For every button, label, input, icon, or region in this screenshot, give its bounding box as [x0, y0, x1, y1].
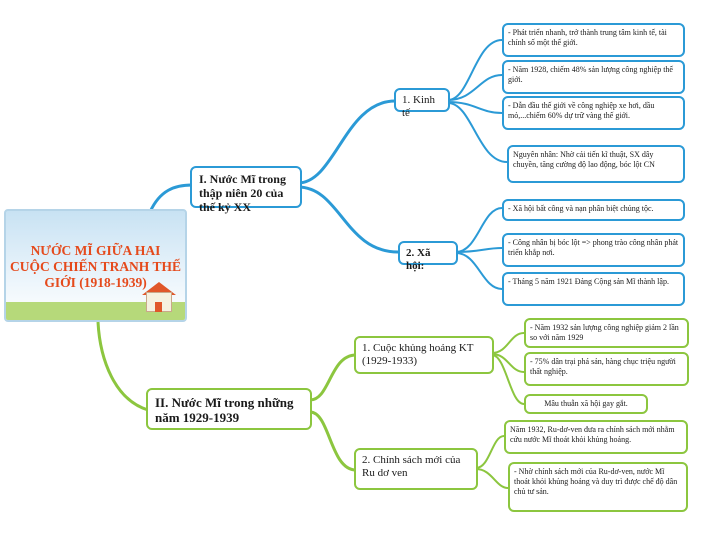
crisis-point-1-text: - Năm 1932 sản lượng công nghiệp giảm 2 … [530, 323, 679, 342]
link-section1-economy [297, 99, 396, 185]
economy-point-3[interactable]: - Dẫn đầu thế giới về công nghiệp xe hơi… [502, 96, 685, 130]
society-point-2[interactable]: - Công nhân bị bóc lột => phong trào côn… [502, 233, 685, 267]
society-point-1-text: - Xã hội bất công và nạn phân biệt chủng… [508, 204, 654, 213]
newdeal-node[interactable]: 2. Chính sách mới của Ru dơ ven [354, 448, 478, 490]
newdeal-point-1[interactable]: Năm 1932, Ru-dơ-ven đưa ra chính sách mớ… [504, 420, 688, 454]
newdeal-point-2-text: - Nhờ chính sách mới của Ru-dơ-ven, nước… [514, 467, 678, 496]
crisis-point-2-text: - 75% dân trại phá sản, hàng chục triệu … [530, 357, 676, 376]
economy-point-2[interactable]: - Năm 1928, chiếm 48% sản lượng công ngh… [502, 60, 685, 94]
economy-cause[interactable]: Nguyên nhân: Nhờ cải tiến kĩ thuật, SX d… [507, 145, 685, 183]
house-door-icon [155, 302, 162, 312]
link-section2-crisis [309, 353, 357, 402]
newdeal-point-1-text: Năm 1932, Ru-dơ-ven đưa ra chính sách mớ… [510, 425, 675, 444]
crisis-point-2[interactable]: - 75% dân trại phá sản, hàng chục triệu … [524, 352, 689, 386]
crisis-point-1[interactable]: - Năm 1932 sản lượng công nghiệp giảm 2 … [524, 318, 689, 348]
link-section2-newdeal [309, 410, 357, 472]
economy-point-2-text: - Năm 1928, chiếm 48% sản lượng công ngh… [508, 65, 673, 84]
link-center-section1 [148, 183, 193, 213]
section2-label: II. Nước Mĩ trong những năm 1929-1939 [155, 395, 294, 425]
economy-label: 1. Kinh tế [402, 94, 435, 119]
economy-point-1[interactable]: - Phát triển nhanh, trở thành trung tâm … [502, 23, 685, 57]
economy-point-1-text: - Phát triển nhanh, trở thành trung tâm … [508, 28, 667, 47]
society-node[interactable]: 2. Xã hội: [398, 241, 458, 272]
link-center-section2 [96, 321, 149, 412]
crisis-point-3[interactable]: Mâu thuẫn xã hội gay gắt. [524, 394, 648, 414]
newdeal-point-2[interactable]: - Nhờ chính sách mới của Ru-dơ-ven, nước… [508, 462, 688, 512]
crisis-label: 1. Cuộc khủng hoảng KT (1929-1933) [362, 342, 474, 367]
section2-node[interactable]: II. Nước Mĩ trong những năm 1929-1939 [146, 388, 312, 430]
newdeal-label: 2. Chính sách mới của Ru dơ ven [362, 454, 461, 479]
society-point-1[interactable]: - Xã hội bất công và nạn phân biệt chủng… [502, 199, 685, 221]
crisis-node[interactable]: 1. Cuộc khủng hoảng KT (1929-1933) [354, 336, 494, 374]
link-section1-society [297, 185, 399, 254]
society-label: 2. Xã hội: [406, 247, 431, 272]
section1-node[interactable]: I. Nước Mĩ trong thập niên 20 của thế kỷ… [190, 166, 302, 214]
society-point-2-text: - Công nhân bị bóc lột => phong trào côn… [508, 238, 679, 257]
crisis-point-3-text: Mâu thuẫn xã hội gay gắt. [544, 399, 628, 408]
society-point-3[interactable]: - Tháng 5 năm 1921 Đảng Cộng sản Mĩ thàn… [502, 272, 685, 306]
economy-cause-text: Nguyên nhân: Nhờ cải tiến kĩ thuật, SX d… [513, 150, 655, 169]
house-roof-icon [142, 282, 176, 295]
section1-label: I. Nước Mĩ trong thập niên 20 của thế kỷ… [199, 172, 286, 214]
economy-point-3-text: - Dẫn đầu thế giới về công nghiệp xe hơi… [508, 101, 655, 120]
society-point-3-text: - Tháng 5 năm 1921 Đảng Cộng sản Mĩ thàn… [508, 277, 669, 286]
grass-decoration [6, 302, 185, 320]
central-topic[interactable]: NƯỚC MĨ GIỮA HAI CUỘC CHIẾN TRANH THẾ GI… [4, 209, 187, 322]
economy-node[interactable]: 1. Kinh tế [394, 88, 450, 119]
central-topic-title: NƯỚC MĨ GIỮA HAI CUỘC CHIẾN TRANH THẾ GI… [10, 243, 181, 290]
